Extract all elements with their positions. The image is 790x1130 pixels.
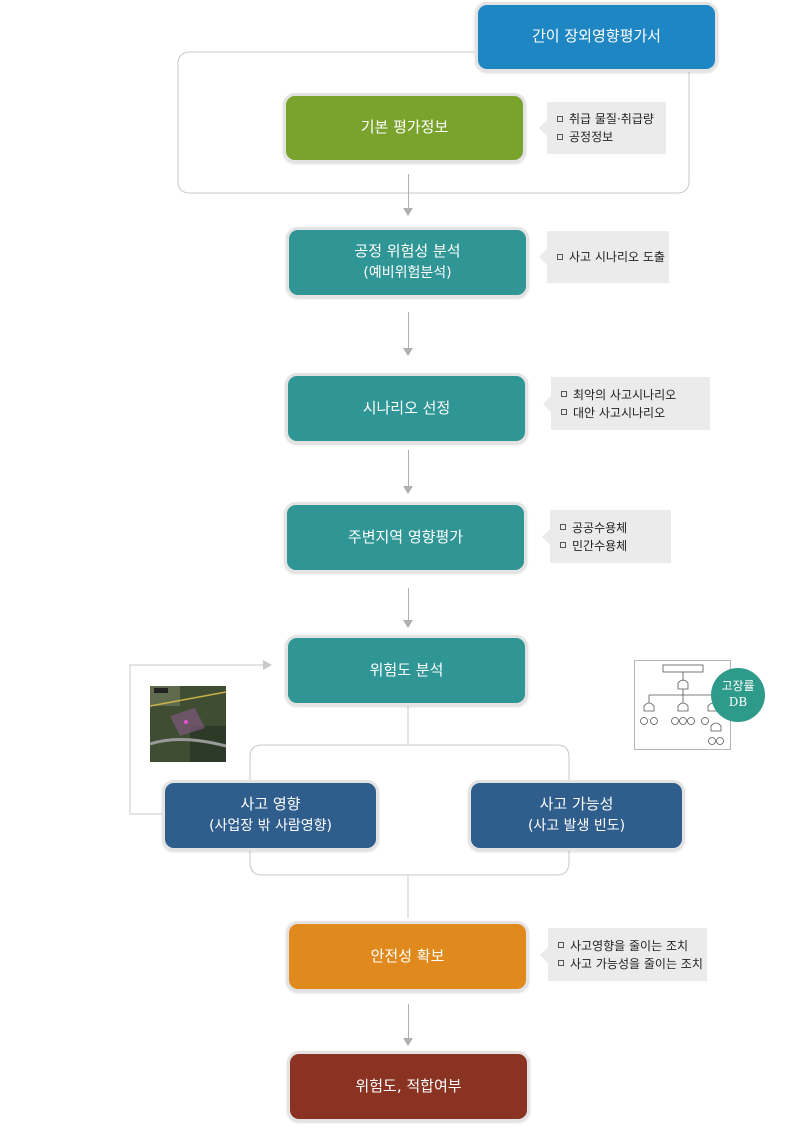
step-basic-info: 기본 평가정보 — [283, 93, 526, 163]
failure-rate-db-badge: 고장률 DB — [711, 668, 765, 722]
bullet-icon — [561, 409, 567, 415]
note-item: 대안 사고시나리오 — [561, 404, 702, 422]
feedback-arrowhead — [263, 660, 272, 670]
note-item: 사고영향을 줄이는 조치 — [558, 937, 699, 955]
step-impact-line2: (사업장 밖 사람영향) — [209, 818, 332, 835]
step-safety-assurance: 안전성 확보 — [286, 921, 529, 992]
step-safety-label: 안전성 확보 — [370, 946, 445, 965]
step-scenario-label: 시나리오 선정 — [362, 398, 451, 417]
step-hazard-analysis: 공정 위험성 분석 (예비위험분석) — [286, 227, 529, 298]
bullet-icon — [560, 542, 566, 548]
bullet-icon — [558, 960, 564, 966]
arrow-scenario-to-surround — [403, 450, 413, 494]
bullet-icon — [560, 524, 566, 530]
fault-tree-icon — [640, 664, 724, 745]
arrow-hazard-to-scenario — [403, 312, 413, 356]
step-accident-impact: 사고 영향 (사업장 밖 사람영향) — [162, 780, 379, 851]
step-likely-line2: (사고 발생 빈도) — [527, 818, 626, 835]
bullet-icon — [557, 253, 563, 260]
title-text: 간이 장외영향평가서 — [532, 27, 661, 46]
arrow-surround-to-risk — [403, 588, 413, 628]
step-surrounding-assessment: 주변지역 영향평가 — [284, 502, 527, 573]
step-hazard-line1: 공정 위험성 분석 — [354, 242, 461, 261]
note-item: 공정정보 — [557, 128, 658, 146]
step-risk-label: 위험도 분석 — [369, 660, 444, 679]
step-risk-analysis: 위험도 분석 — [285, 635, 528, 706]
bullet-icon — [561, 391, 567, 397]
note-item: 공공수용체 — [560, 519, 663, 537]
satellite-map-thumbnail — [150, 686, 226, 762]
note-safety: 사고영향을 줄이는 조치 사고 가능성을 줄이는 조치 — [540, 928, 707, 981]
note-item: 취급 물질·취급량 — [557, 110, 658, 128]
bullet-icon — [558, 942, 564, 948]
step-accident-likelihood: 사고 가능성 (사고 발생 빈도) — [468, 780, 685, 851]
note-surround: 공공수용체 민간수용체 — [542, 510, 671, 563]
step-scenario-selection: 시나리오 선정 — [285, 373, 528, 444]
note-scenario: 최악의 사고시나리오 대안 사고시나리오 — [543, 377, 710, 430]
split-connector — [249, 706, 570, 782]
map-image-icon — [150, 686, 226, 762]
note-basic-info: 취급 물질·취급량 공정정보 — [539, 102, 666, 154]
arrow-safety-to-result — [403, 1004, 413, 1046]
note-item: 최악의 사고시나리오 — [561, 386, 702, 404]
step-result: 위험도, 적합여부 — [287, 1051, 530, 1122]
badge-line1: 고장률 — [721, 679, 755, 694]
note-item: 민간수용체 — [560, 537, 663, 555]
feedback-loop-line — [129, 664, 264, 815]
note-item: 사고 가능성을 줄이는 조치 — [558, 955, 703, 973]
note-item: 사고 시나리오 도출 — [557, 248, 665, 266]
arrow-basic-to-hazard — [403, 174, 413, 216]
step-basic-info-label: 기본 평가정보 — [360, 118, 449, 137]
step-result-label: 위험도, 적합여부 — [355, 1076, 462, 1095]
title-box: 간이 장외영향평가서 — [475, 2, 718, 72]
step-likely-line1: 사고 가능성 — [539, 795, 614, 814]
bullet-icon — [557, 133, 563, 140]
step-hazard-line2: (예비위험분석) — [363, 265, 452, 282]
merge-connector — [249, 850, 570, 918]
badge-line2: DB — [728, 695, 748, 709]
note-hazard: 사고 시나리오 도출 — [539, 231, 669, 283]
bullet-icon — [557, 115, 563, 122]
step-impact-line1: 사고 영향 — [240, 795, 301, 814]
step-surround-label: 주변지역 영향평가 — [347, 527, 464, 546]
